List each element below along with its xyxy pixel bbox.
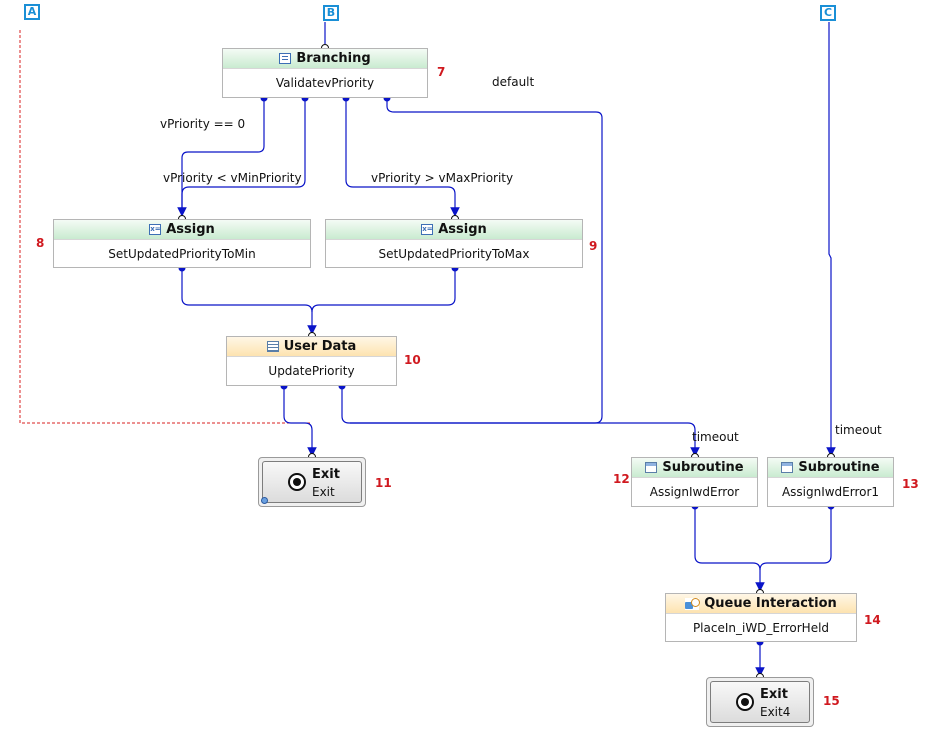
subroutine-block-2[interactable]: Subroutine AssignIwdError1 [767, 457, 894, 507]
block-title: Queue Interaction [704, 596, 837, 611]
step-number: 15 [823, 694, 840, 708]
assign-max-block[interactable]: x= Assign SetUpdatedPriorityToMax [325, 219, 583, 268]
edge-label-timeout: timeout [835, 423, 882, 437]
block-header: Branching [223, 49, 427, 69]
exit-icon [736, 693, 754, 711]
block-name: AssignIwdError [649, 485, 740, 499]
block-title: Exit [312, 467, 340, 482]
connection-gt-max[interactable] [345, 98, 460, 217]
block-name: UpdatePriority [268, 364, 355, 378]
edge-label-timeout: timeout [692, 430, 739, 444]
connection-assign-max-userdata[interactable] [311, 268, 456, 313]
block-title: Subroutine [662, 460, 744, 475]
block-name: SetUpdatedPriorityToMin [108, 247, 256, 261]
branching-block[interactable]: Branching ValidatevPriority [222, 48, 428, 98]
block-name: SetUpdatedPriorityToMax [378, 247, 530, 261]
step-number: 13 [902, 477, 919, 491]
block-header: x= Assign [54, 220, 310, 240]
connection-userdata-timeout[interactable] [341, 386, 700, 457]
edge-label-lt-min: vPriority < vMinPriority [163, 171, 302, 185]
edge-label-gt-max: vPriority > vMaxPriority [371, 171, 514, 185]
block-header: Queue Interaction [666, 594, 856, 614]
block-title: User Data [283, 339, 357, 354]
queue-interaction-block[interactable]: Queue Interaction PlaceIn_iWD_ErrorHeld [665, 593, 857, 642]
step-number: 7 [437, 65, 446, 79]
edge-label-eq-zero: vPriority == 0 [160, 117, 246, 131]
connection-userdata-exit[interactable] [283, 386, 317, 457]
connector-tag-a[interactable]: A [24, 4, 40, 20]
user-data-icon [266, 341, 279, 352]
block-name: Exit [312, 485, 335, 499]
block-title: Subroutine [798, 460, 880, 475]
connection-assign-min-userdata[interactable] [181, 268, 317, 335]
block-header: x= Assign [326, 220, 582, 240]
subroutine-block-1[interactable]: Subroutine AssignIwdError [631, 457, 758, 507]
edge-label-default: default [492, 75, 535, 89]
connection-sub2-queue[interactable] [759, 506, 832, 571]
connection-sub1-queue[interactable] [694, 506, 765, 592]
status-dot-icon [261, 497, 268, 504]
assign-min-block[interactable]: x= Assign SetUpdatedPriorityToMin [53, 219, 311, 268]
block-title: Assign [438, 222, 487, 237]
step-number: 11 [375, 476, 392, 490]
subroutine-icon [781, 462, 794, 473]
step-number: 9 [589, 239, 598, 253]
connection-default[interactable] [350, 98, 603, 424]
step-number: 14 [864, 613, 881, 627]
block-title: Branching [296, 51, 371, 66]
block-header: Subroutine [768, 458, 893, 478]
exit-inner: Exit Exit [262, 461, 362, 503]
block-name: PlaceIn_iWD_ErrorHeld [692, 621, 830, 635]
assign-icon: x= [421, 224, 434, 235]
block-name: ValidatevPriority [275, 76, 375, 90]
block-title: Assign [166, 222, 215, 237]
block-name: Exit4 [760, 705, 791, 719]
connection-eq-zero[interactable] [177, 98, 265, 217]
branching-icon [279, 53, 292, 64]
dashed-connection-a-exit[interactable] [19, 30, 312, 424]
subroutine-icon [645, 462, 658, 473]
connector-tag-c[interactable]: C [820, 5, 836, 21]
queue-interaction-icon [685, 597, 701, 610]
exit-block[interactable]: Exit Exit [258, 457, 366, 507]
block-header: User Data [227, 337, 396, 357]
block-header: Subroutine [632, 458, 757, 478]
step-number: 12 [613, 472, 630, 486]
assign-icon: x= [149, 224, 162, 235]
exit-inner: Exit Exit4 [710, 681, 810, 723]
block-name: AssignIwdError1 [781, 485, 880, 499]
block-title: Exit [760, 687, 788, 702]
exit-icon [288, 473, 306, 491]
exit4-block[interactable]: Exit Exit4 [706, 677, 814, 727]
step-number: 10 [404, 353, 421, 367]
connector-tag-b[interactable]: B [323, 5, 339, 21]
connection-lt-min[interactable] [181, 98, 306, 212]
step-number: 8 [36, 236, 45, 250]
connection-c-subroutine2[interactable] [826, 22, 836, 457]
user-data-block[interactable]: User Data UpdatePriority [226, 336, 397, 386]
